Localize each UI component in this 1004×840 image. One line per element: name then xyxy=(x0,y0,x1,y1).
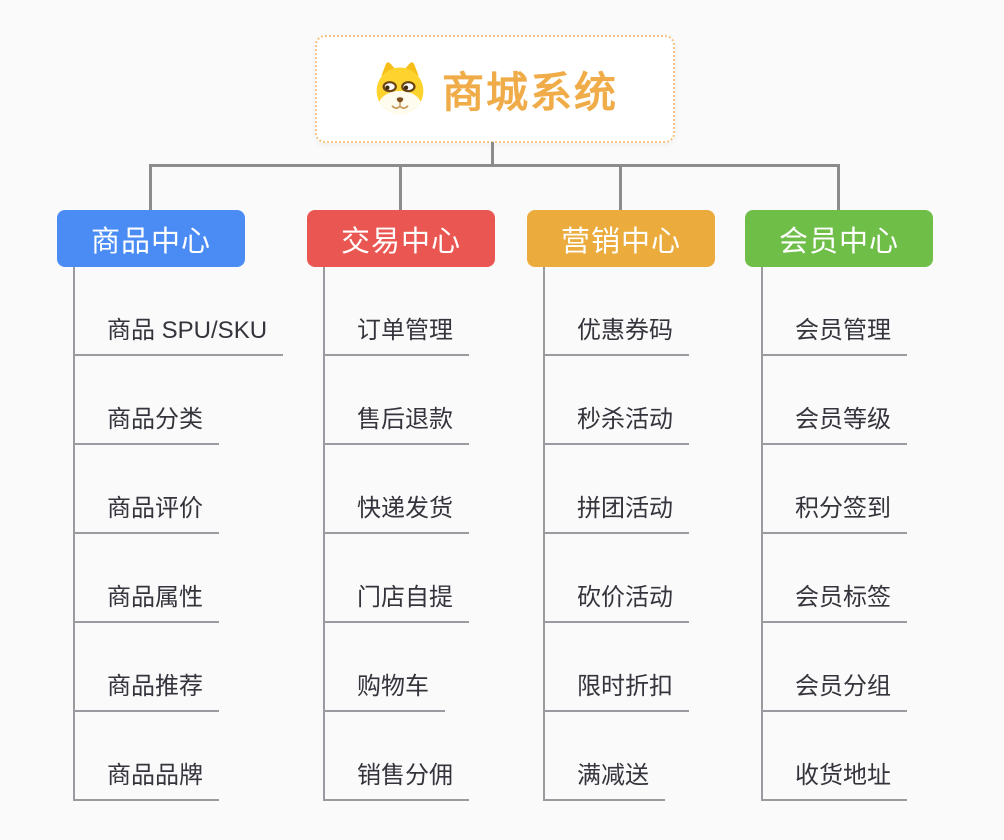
branch-items-trade: 订单管理 售后退款 快递发货 门店自提 购物车 销售分佣 xyxy=(323,267,469,801)
branch-trunk-line xyxy=(761,267,763,801)
branch-items-products: 商品 SPU/SKU 商品分类 商品评价 商品属性 商品推荐 商品品牌 xyxy=(73,267,284,801)
node-product-spu-sku[interactable]: 商品 SPU/SKU xyxy=(73,267,284,356)
branch-items-marketing: 优惠券码 秒杀活动 拼团活动 砍价活动 限时折扣 满减送 xyxy=(543,267,689,801)
branch-items-members: 会员管理 会员等级 积分签到 会员标签 会员分组 收货地址 xyxy=(761,267,907,801)
node-group-buy[interactable]: 拼团活动 xyxy=(543,445,689,534)
node-product-brand[interactable]: 商品品牌 xyxy=(73,712,283,801)
branch-trade: 交易中心 订单管理 售后退款 快递发货 门店自提 购物车 销售分佣 xyxy=(307,210,567,801)
connector-drop-members xyxy=(837,164,840,210)
connector-horizontal xyxy=(149,164,840,167)
node-aftersale-refund[interactable]: 售后退款 xyxy=(323,356,469,445)
node-member-management[interactable]: 会员管理 xyxy=(761,267,907,356)
connector-root-trunk xyxy=(491,142,494,165)
doge-icon xyxy=(376,62,424,115)
branch-marketing: 营销中心 优惠券码 秒杀活动 拼团活动 砍价活动 限时折扣 满减送 xyxy=(527,210,787,801)
node-product-review[interactable]: 商品评价 xyxy=(73,445,283,534)
branch-trunk-line xyxy=(73,267,75,801)
connector-drop-products xyxy=(149,164,152,210)
node-flash-sale[interactable]: 秒杀活动 xyxy=(543,356,689,445)
root-node[interactable]: 商城系统 xyxy=(315,35,675,143)
node-express-shipping[interactable]: 快递发货 xyxy=(323,445,469,534)
node-coupon-code[interactable]: 优惠券码 xyxy=(543,267,689,356)
node-shopping-cart[interactable]: 购物车 xyxy=(323,623,469,712)
branch-trunk-line xyxy=(323,267,325,801)
node-spend-and-save[interactable]: 满减送 xyxy=(543,712,689,801)
branch-header-members[interactable]: 会员中心 xyxy=(745,210,933,267)
connector-drop-marketing xyxy=(619,164,622,210)
node-product-attribute[interactable]: 商品属性 xyxy=(73,534,283,623)
branch-header-products[interactable]: 商品中心 xyxy=(57,210,245,267)
node-member-level[interactable]: 会员等级 xyxy=(761,356,907,445)
branch-products: 商品中心 商品 SPU/SKU 商品分类 商品评价 商品属性 商品推荐 商品品牌 xyxy=(57,210,317,801)
node-limited-time-discount[interactable]: 限时折扣 xyxy=(543,623,689,712)
node-order-management[interactable]: 订单管理 xyxy=(323,267,469,356)
branch-members: 会员中心 会员管理 会员等级 积分签到 会员标签 会员分组 收货地址 xyxy=(745,210,1004,801)
node-member-groups[interactable]: 会员分组 xyxy=(761,623,907,712)
connector-drop-trade xyxy=(399,164,402,210)
node-bargain-activity[interactable]: 砍价活动 xyxy=(543,534,689,623)
root-title: 商城系统 xyxy=(441,68,618,116)
branch-trunk-line xyxy=(543,267,545,801)
node-points-checkin[interactable]: 积分签到 xyxy=(761,445,907,534)
node-member-tags[interactable]: 会员标签 xyxy=(761,534,907,623)
node-sales-commission[interactable]: 销售分佣 xyxy=(323,712,469,801)
node-product-recommend[interactable]: 商品推荐 xyxy=(73,623,283,712)
node-shipping-address[interactable]: 收货地址 xyxy=(761,712,907,801)
branch-header-trade[interactable]: 交易中心 xyxy=(307,210,495,267)
node-store-pickup[interactable]: 门店自提 xyxy=(323,534,469,623)
node-product-category[interactable]: 商品分类 xyxy=(73,356,283,445)
branch-header-marketing[interactable]: 营销中心 xyxy=(527,210,715,267)
